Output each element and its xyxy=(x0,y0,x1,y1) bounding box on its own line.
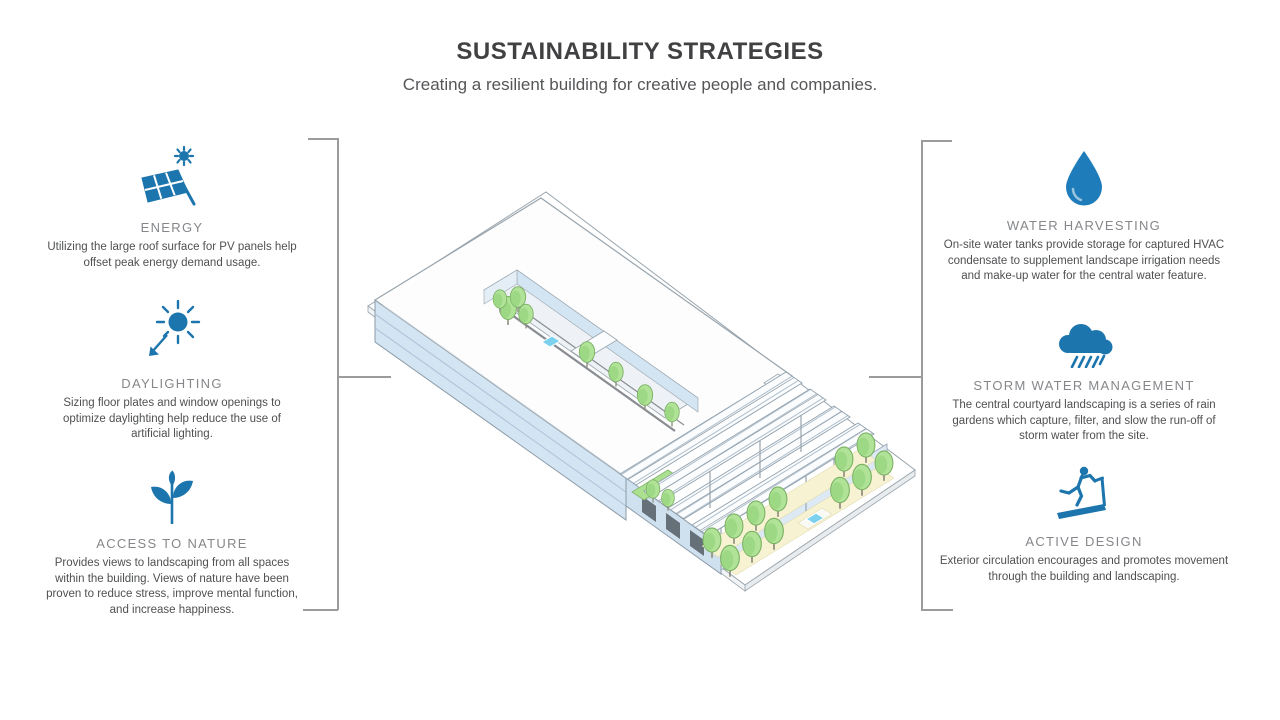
feature-description-active-design: Exterior circulation encourages and prom… xyxy=(939,555,1229,583)
left-bracket-middle-tick xyxy=(338,376,391,378)
right-bracket-middle-tick xyxy=(869,376,922,378)
building-illustration xyxy=(367,191,916,592)
feature-description-access-to-nature: Provides views to landscaping from all s… xyxy=(46,557,298,616)
courtyard xyxy=(483,269,699,432)
sun-arrow-icon xyxy=(149,300,201,356)
feature-active-design: ACTIVE DESIGN Exterior circulation encou… xyxy=(933,460,1235,585)
garden-strips xyxy=(701,448,895,576)
feature-description-water-harvesting: On-site water tanks provide storage for … xyxy=(943,239,1225,283)
feature-title-water-harvesting: WATER HARVESTING xyxy=(1006,218,1162,233)
feature-access-to-nature: ACCESS TO NATURE Provides views to lands… xyxy=(28,470,316,619)
feature-description-daylighting: Sizing floor plates and window openings … xyxy=(62,397,281,441)
left-bracket-top-tick xyxy=(308,138,338,140)
plant-sprout-icon xyxy=(151,470,193,524)
header: SUSTAINABILITY STRATEGIES Creating a res… xyxy=(0,38,1280,95)
feature-title-storm-water-management: STORM WATER MANAGEMENT xyxy=(973,378,1195,393)
feature-title-energy: ENERGY xyxy=(140,220,204,235)
feature-title-access-to-nature: ACCESS TO NATURE xyxy=(96,536,248,551)
rain-cloud-icon xyxy=(1059,324,1113,368)
feature-storm-water-management: STORM WATER MANAGEMENT The central court… xyxy=(933,322,1235,445)
courtyard-water-feature xyxy=(541,335,561,348)
right-bracket-bottom-tick xyxy=(921,609,953,611)
left-bracket-bottom-tick xyxy=(303,609,338,611)
left-bracket-vertical-line xyxy=(337,138,339,610)
page-subtitle: Creating a resilient building for creati… xyxy=(402,75,878,94)
water-drop-icon xyxy=(1066,151,1102,206)
feature-energy: ENERGY Utilizing the large roof surface … xyxy=(28,144,316,271)
feature-description-energy: Utilizing the large roof surface for PV … xyxy=(47,241,297,269)
feature-water-harvesting: WATER HARVESTING On-site water tanks pro… xyxy=(933,146,1235,285)
page-title: SUSTAINABILITY STRATEGIES xyxy=(456,38,824,65)
right-bracket-vertical-line xyxy=(921,140,923,610)
solar-panel-icon xyxy=(141,146,196,206)
right-bracket-top-tick xyxy=(921,140,952,142)
feature-title-active-design: ACTIVE DESIGN xyxy=(1025,534,1143,549)
feature-description-storm-water-management: The central courtyard landscaping is a s… xyxy=(952,399,1216,443)
feature-daylighting: DAYLIGHTING Sizing floor plates and wind… xyxy=(28,296,316,443)
treadmill-runner-icon xyxy=(1057,466,1106,519)
garden-water-feature xyxy=(804,512,826,525)
feature-title-daylighting: DAYLIGHTING xyxy=(121,376,223,391)
